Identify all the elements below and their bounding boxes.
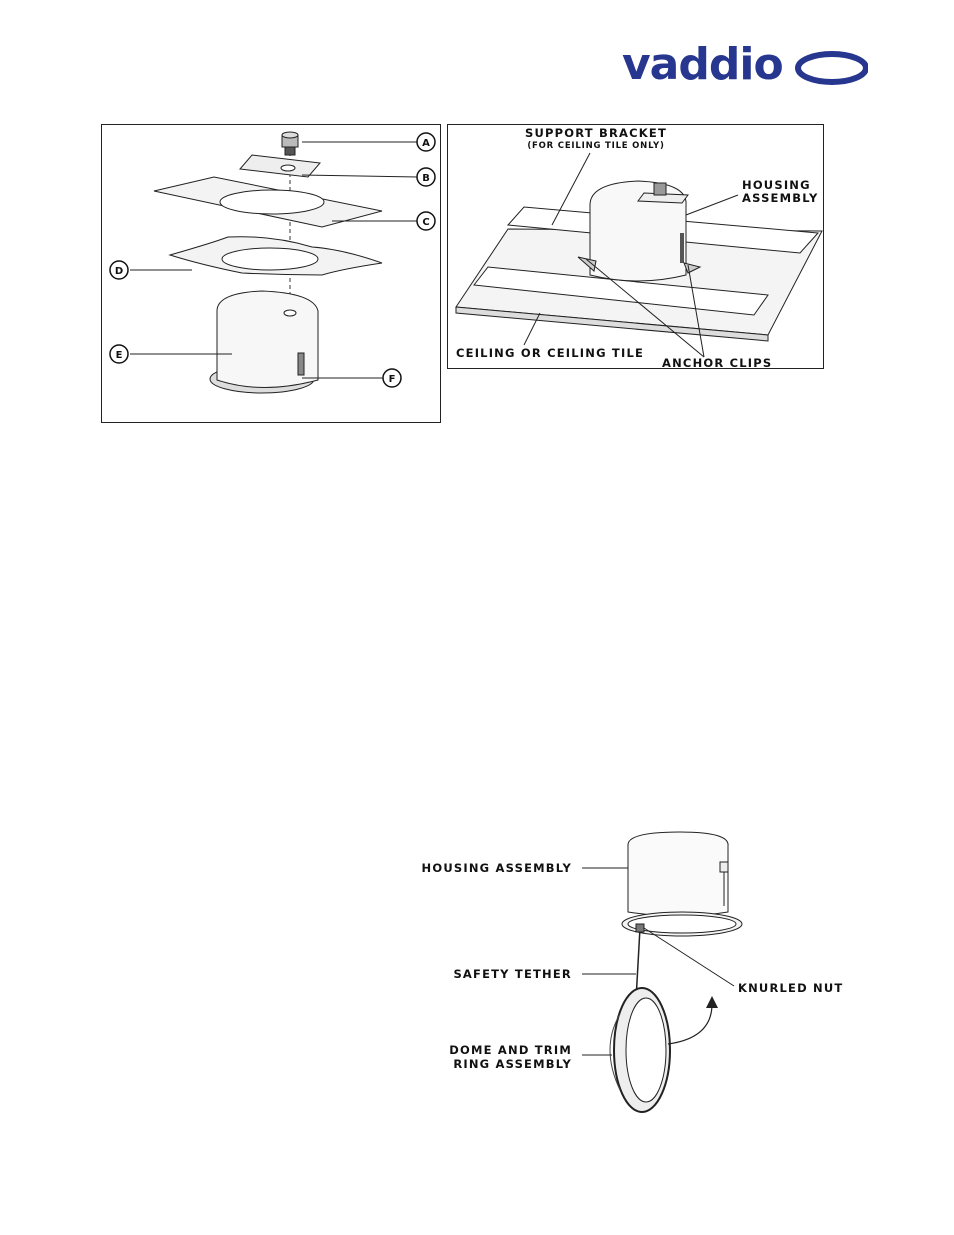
attach-arrow xyxy=(668,1004,712,1044)
label-anchor-clips: ANCHOR CLIPS xyxy=(662,356,772,368)
installed-view-figure: SUPPORT BRACKET (FOR CEILING TILE ONLY) … xyxy=(447,124,824,369)
label-housing-line2: ASSEMBLY xyxy=(742,191,818,205)
knurled-nut xyxy=(636,924,644,932)
label-ceiling: CEILING OR CEILING TILE xyxy=(456,346,644,360)
plate-part xyxy=(240,155,320,177)
vaddio-logo-text: vaddio xyxy=(622,46,783,88)
svg-text:C: C xyxy=(422,217,429,228)
svg-text:D: D xyxy=(115,266,123,277)
label-support-bracket: SUPPORT BRACKET xyxy=(525,126,667,140)
housing-part xyxy=(210,291,318,393)
label-dome-line2: RING ASSEMBLY xyxy=(453,1057,572,1071)
vaddio-logo: vaddio xyxy=(620,46,868,88)
callout-d: D xyxy=(110,261,128,279)
svg-text:B: B xyxy=(422,173,430,184)
label-dome-line1: DOME AND TRIM xyxy=(449,1043,572,1057)
label-knurled-nut: KNURLED NUT xyxy=(738,981,843,995)
callout-f: F xyxy=(383,369,401,387)
label-housing-line1: HOUSING xyxy=(742,178,811,192)
dome-attachment-figure: HOUSING ASSEMBLY SAFETY TETHER KNURLED N… xyxy=(400,828,860,1128)
exploded-view-figure: A B C D E F xyxy=(101,124,441,423)
callout-b: B xyxy=(417,168,435,186)
label-safety-tether: SAFETY TETHER xyxy=(453,967,572,981)
callout-a: A xyxy=(417,133,435,151)
label-support-note: (FOR CEILING TILE ONLY) xyxy=(527,141,664,151)
label-housing-assembly: HOUSING ASSEMBLY xyxy=(422,861,572,875)
callout-c: C xyxy=(417,212,435,230)
logo-swoosh xyxy=(798,54,866,82)
callout-e: E xyxy=(110,345,128,363)
svg-text:E: E xyxy=(116,350,123,361)
housing-assembly xyxy=(590,181,688,281)
connector-part xyxy=(282,132,298,155)
dome-trim-ring xyxy=(610,988,670,1112)
housing-assembly-bottom xyxy=(622,832,742,936)
svg-text:A: A xyxy=(422,138,430,149)
svg-text:F: F xyxy=(389,374,396,385)
